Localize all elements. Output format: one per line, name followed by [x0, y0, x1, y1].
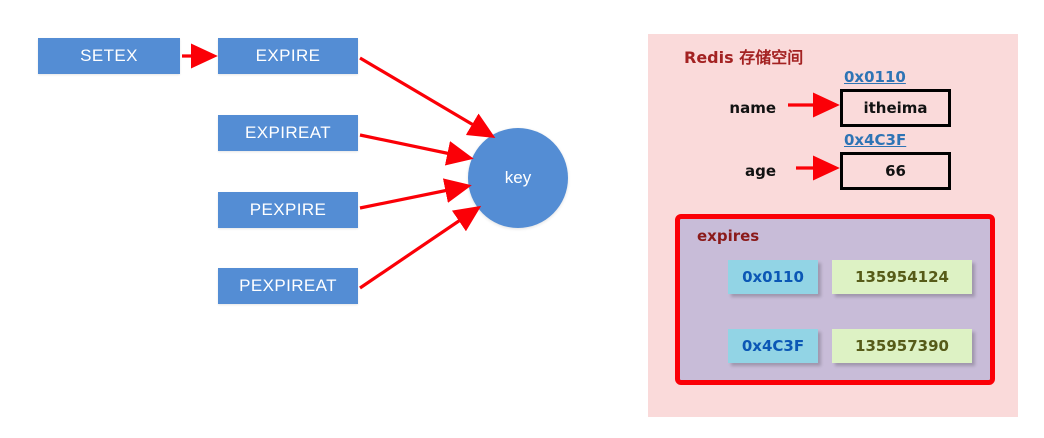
expires-dict-box: expires 0x0110 135954124 0x4C3F 13595739… [675, 214, 995, 385]
expires-value-cell-1: 135954124 [832, 260, 972, 294]
expires-key-cell-1: 0x0110 [728, 260, 818, 294]
expires-key-cell-2: 0x4C3F [728, 329, 818, 363]
arrow-pexpire-to-key [359, 178, 472, 210]
command-box-expire: EXPIRE [218, 38, 358, 74]
key-node: key [468, 128, 568, 228]
value-box-name: itheima [840, 89, 951, 127]
key-node-label: key [504, 168, 532, 187]
address-label-name: 0x0110 [844, 68, 906, 86]
field-label-name: name [729, 99, 776, 117]
field-label-age: age [744, 162, 776, 180]
command-box-pexpire: PEXPIRE [218, 192, 358, 228]
panel-title: Redis 存储空间 [684, 48, 804, 67]
value-box-age: 66 [840, 152, 951, 190]
command-box-setex: SETEX [38, 38, 180, 74]
arrow-expireat-to-key [359, 133, 474, 166]
panel-pointer-arrows [788, 92, 840, 181]
address-label-age: 0x4C3F [844, 131, 907, 149]
arrow-pexpireat-to-key [359, 205, 482, 290]
command-box-expireat: EXPIREAT [218, 115, 358, 151]
arrow-expire-to-key [359, 56, 496, 138]
command-box-pexpireat: PEXPIREAT [218, 268, 358, 304]
expires-value-cell-2: 135957390 [832, 329, 972, 363]
expires-title: expires [697, 227, 760, 245]
